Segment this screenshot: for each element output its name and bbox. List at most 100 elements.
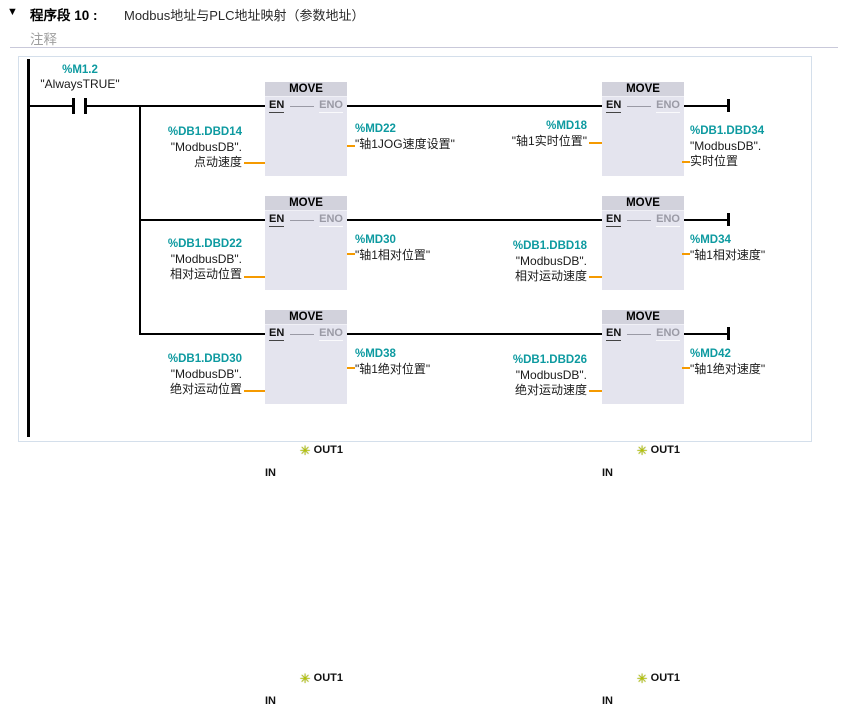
pin-eno: ENO [319,213,343,227]
operand-wire [589,142,602,144]
contact-bar-left [72,98,75,114]
operand-out[interactable]: %MD42 "轴1绝对速度" [690,347,841,377]
operand-name: "ModbusDB". [690,139,762,153]
operand-out[interactable]: %DB1.DBD34 "ModbusDB". 实时位置 [690,124,841,169]
operand-wire [589,390,602,392]
block-title: MOVE [265,196,347,211]
operand-address[interactable]: %MD42 [690,348,731,360]
operand-in[interactable]: %MD18 "轴1实时位置" [387,119,587,149]
operand-member: 绝对运动速度 [514,383,587,397]
operand-name: "ModbusDB". [170,140,242,154]
operand-in[interactable]: %DB1.DBD18 "ModbusDB". 相对运动速度 [387,239,587,284]
operand-address[interactable]: %MD22 [355,123,396,135]
move-block-2-left[interactable]: MOVE EN ENO ✳OUT1 IN [265,196,347,479]
operand-in[interactable]: %DB1.DBD14 "ModbusDB". 点动速度 [42,125,242,170]
block-title: MOVE [602,82,684,97]
operand-address[interactable]: %DB1.DBD18 [512,240,587,252]
pin-eno: ENO [656,327,680,341]
pin-en: EN [269,327,285,341]
pin-in: IN [602,695,613,707]
operand-address[interactable]: %DB1.DBD22 [167,238,242,250]
operand-address[interactable]: %MD34 [690,234,731,246]
network-comment-field[interactable]: 注释 [30,32,57,47]
pin-en: EN [269,213,285,227]
operand-address[interactable]: %MD18 [546,120,587,132]
pin-out1: OUT1 [650,444,680,456]
pin-en: EN [606,327,622,341]
move-block-2-right[interactable]: MOVE EN ENO ✳OUT1 IN [602,196,684,479]
add-output-icon[interactable]: ✳ [299,442,311,458]
operand-address[interactable]: %M1.2 [62,64,98,76]
block-title: MOVE [265,82,347,97]
operand-wire [347,367,355,369]
operand-wire [244,390,265,392]
operand-name: "轴1实时位置" [511,134,587,148]
network-collapse-icon[interactable]: ▼ [7,6,18,18]
wire-h [347,333,602,335]
pin-in: IN [265,695,276,707]
operand-out[interactable]: %MD38 "轴1绝对位置" [355,347,565,377]
operand-address[interactable]: %DB1.DBD26 [512,354,587,366]
operand-address[interactable]: %DB1.DBD30 [167,353,242,365]
operand-in[interactable]: %DB1.DBD30 "ModbusDB". 绝对运动位置 [42,352,242,397]
wire-h [682,219,727,221]
power-rail [27,59,30,437]
contact-always-true[interactable]: %M1.2 "AlwaysTRUE" [10,63,150,91]
operand-name: "ModbusDB". [170,252,242,266]
pin-eno: ENO [319,99,343,113]
block-title: MOVE [602,196,684,211]
header-separator [10,47,838,48]
operand-member: 相对运动位置 [169,267,242,281]
operand-address[interactable]: %DB1.DBD14 [167,126,242,138]
operand-in[interactable]: %DB1.DBD22 "ModbusDB". 相对运动位置 [42,237,242,282]
add-output-icon[interactable]: ✳ [636,670,648,686]
operand-wire [682,161,690,163]
wire-h [347,219,602,221]
pin-out1: OUT1 [650,672,680,684]
operand-member: 绝对运动位置 [169,382,242,396]
pin-en: EN [269,99,285,113]
move-block-1-right[interactable]: MOVE EN ENO IN ✳OUT1 [602,82,684,251]
operand-in[interactable]: %DB1.DBD26 "ModbusDB". 绝对运动速度 [387,353,587,398]
rung-terminator [727,99,730,112]
operand-wire [589,276,602,278]
wire-h [140,333,265,335]
operand-name: "轴1相对速度" [690,248,766,262]
operand-name: "ModbusDB". [170,367,242,381]
operand-name: "ModbusDB". [515,254,587,268]
operand-out[interactable]: %MD22 "轴1JOG速度设置" [355,122,565,152]
operand-out[interactable]: %MD30 "轴1相对位置" [355,233,565,263]
pin-eno: ENO [656,213,680,227]
operand-name: "ModbusDB". [515,368,587,382]
pin-en: EN [606,213,622,227]
operand-member: 点动速度 [193,155,242,169]
operand-address[interactable]: %MD38 [355,348,396,360]
network-number-label[interactable]: 程序段 10 : [30,8,98,23]
pin-out1: OUT1 [313,444,343,456]
operand-name: "轴1绝对速度" [690,362,766,376]
pin-eno: ENO [319,327,343,341]
en-eno-wire [290,106,314,107]
operand-name: "轴1绝对位置" [355,362,431,376]
operand-name[interactable]: "AlwaysTRUE" [40,77,120,91]
operand-wire [244,276,265,278]
add-output-icon[interactable]: ✳ [299,670,311,686]
operand-out[interactable]: %MD34 "轴1相对速度" [690,233,841,263]
pin-eno: ENO [656,99,680,113]
block-title: MOVE [265,310,347,325]
wire-h [87,105,265,107]
pin-in: IN [602,467,613,479]
add-output-icon[interactable]: ✳ [636,442,648,458]
pin-en: EN [606,99,622,113]
operand-address[interactable]: %MD30 [355,234,396,246]
rung-terminator [727,213,730,226]
operand-address[interactable]: %DB1.DBD34 [690,125,765,137]
rung-terminator [727,327,730,340]
move-block-3-right[interactable]: MOVE EN ENO ✳OUT1 IN [602,310,684,707]
move-block-1-left[interactable]: MOVE EN ENO ✳OUT1 IN [265,82,347,251]
wire-h [682,333,727,335]
operand-name: "轴1相对位置" [355,248,431,262]
network-title[interactable]: Modbus地址与PLC地址映射（参数地址） [124,8,365,23]
move-block-3-left[interactable]: MOVE EN ENO ✳OUT1 IN [265,310,347,707]
operand-member: 相对运动速度 [514,269,587,283]
